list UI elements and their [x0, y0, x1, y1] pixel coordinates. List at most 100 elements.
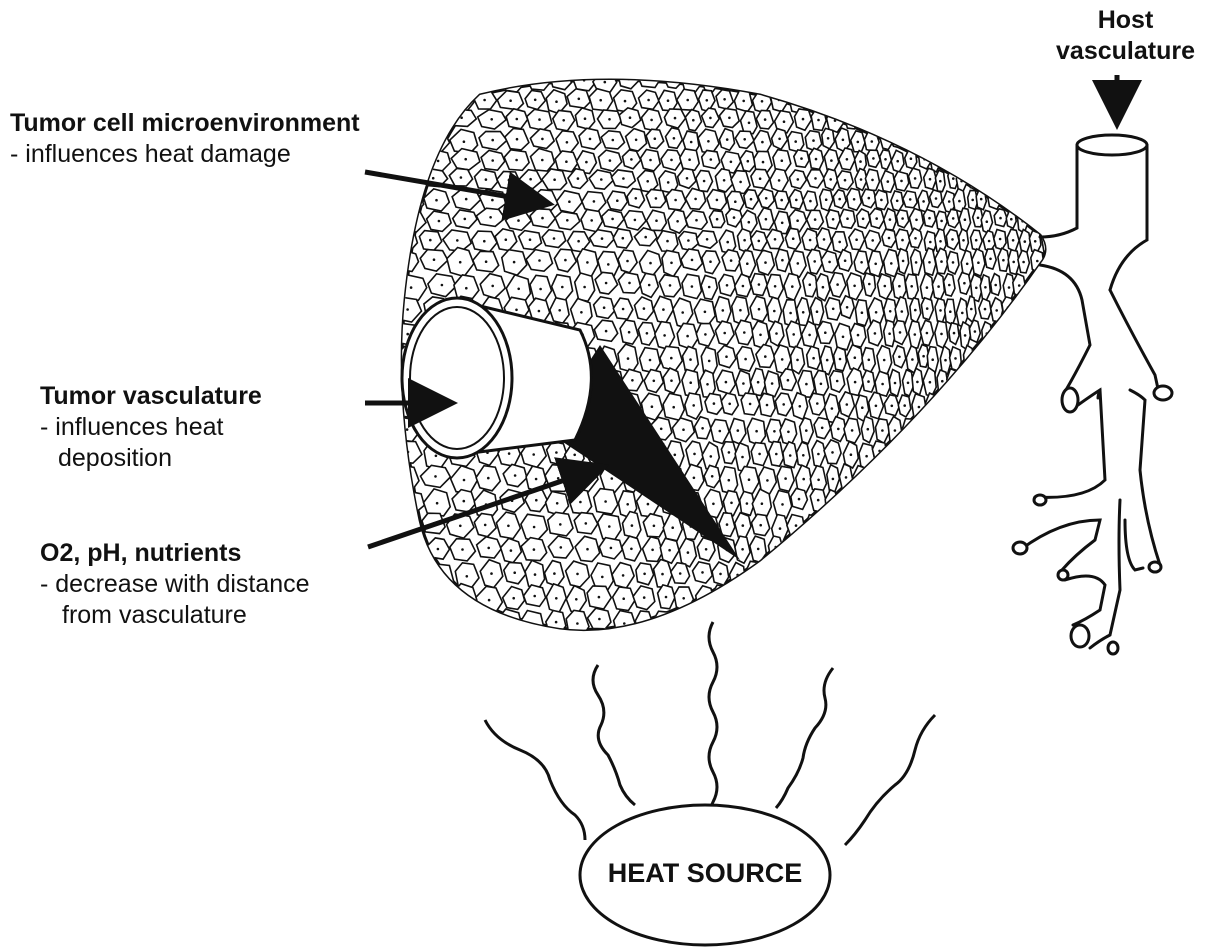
cell-nucleus	[766, 404, 769, 407]
cell-nucleus	[1058, 260, 1061, 263]
tumor-cell	[975, 69, 987, 93]
cell-nucleus	[764, 355, 767, 358]
cell-nucleus	[1038, 644, 1041, 647]
cell-nucleus	[1004, 527, 1007, 530]
cell-nucleus	[894, 429, 897, 432]
tumor-cell	[915, 130, 927, 153]
cell-nucleus	[804, 622, 807, 625]
cell-nucleus	[993, 476, 996, 479]
cell-nucleus	[832, 308, 835, 311]
cell-nucleus	[1003, 647, 1006, 650]
tumor-cell	[727, 608, 747, 636]
cell-nucleus	[802, 478, 805, 481]
cell-nucleus	[1037, 454, 1040, 457]
cell-nucleus	[917, 597, 920, 600]
tumor-cell	[974, 395, 985, 420]
cell-nucleus	[582, 645, 585, 648]
tumor-cell	[843, 585, 859, 613]
cell-nucleus	[946, 501, 949, 504]
tumor-cell	[1042, 346, 1052, 370]
tumor-cell	[1011, 488, 1023, 514]
cell-nucleus	[576, 622, 579, 625]
tumor-cell	[1003, 91, 1015, 115]
cell-nucleus	[920, 139, 923, 142]
cell-nucleus	[933, 452, 936, 455]
cell-nucleus	[839, 358, 842, 361]
tumor-cell	[976, 130, 989, 149]
cell-nucleus	[1040, 158, 1043, 161]
cell-nucleus	[868, 647, 871, 650]
cell-nucleus	[488, 78, 491, 81]
cell-nucleus	[820, 383, 823, 386]
cell-nucleus	[483, 99, 486, 102]
cell-nucleus	[406, 308, 409, 311]
cell-nucleus	[583, 286, 586, 289]
cell-nucleus	[845, 476, 848, 479]
cell-nucleus	[626, 260, 629, 263]
tumor-cell	[1026, 189, 1038, 211]
tumor-cell	[1059, 441, 1071, 463]
cell-nucleus	[855, 79, 858, 82]
cell-nucleus	[937, 550, 940, 553]
cell-nucleus	[854, 356, 857, 359]
cell-nucleus	[584, 117, 587, 120]
cell-nucleus	[1006, 197, 1009, 200]
cell-nucleus	[931, 79, 934, 82]
cell-nucleus	[883, 359, 886, 362]
cell-nucleus	[489, 216, 492, 219]
cell-nucleus	[914, 309, 917, 312]
tumor-cell	[851, 538, 865, 562]
cell-nucleus	[808, 546, 811, 549]
tumor-cell	[898, 109, 910, 127]
cell-nucleus	[565, 160, 568, 163]
cell-nucleus	[670, 357, 673, 360]
tumor-cell	[908, 561, 921, 584]
cell-nucleus	[832, 478, 835, 481]
tumor-cell	[964, 345, 974, 370]
tumor-cell	[803, 633, 818, 656]
cell-nucleus	[1058, 217, 1061, 220]
cell-nucleus	[1037, 383, 1040, 386]
tumor-cell	[1052, 321, 1063, 344]
cell-nucleus	[1057, 332, 1060, 335]
cell-nucleus	[706, 383, 709, 386]
cell-nucleus	[802, 454, 805, 457]
cell-nucleus	[914, 237, 917, 240]
cell-nucleus	[900, 547, 903, 550]
tumor-cell	[967, 417, 979, 446]
cell-nucleus	[902, 260, 905, 263]
tumor-cell	[1010, 150, 1023, 172]
cell-nucleus	[600, 178, 603, 181]
cell-nucleus	[555, 451, 558, 454]
cell-nucleus	[811, 526, 814, 529]
tumor-cell	[1022, 635, 1032, 658]
tumor-cell	[550, 69, 571, 90]
cell-nucleus	[894, 645, 897, 648]
cell-nucleus	[485, 619, 488, 622]
cell-nucleus	[577, 177, 580, 180]
cell-nucleus	[764, 118, 767, 121]
tumor-cell	[985, 442, 996, 468]
cell-nucleus	[649, 262, 652, 265]
cell-nucleus	[605, 282, 608, 285]
cell-nucleus	[755, 430, 758, 433]
tumor-cell	[396, 610, 422, 632]
cell-nucleus	[908, 429, 911, 432]
cell-nucleus	[611, 477, 614, 480]
cell-nucleus	[882, 551, 885, 554]
tumor-cell	[850, 514, 862, 536]
cell-nucleus	[926, 572, 929, 575]
cell-nucleus	[726, 284, 729, 287]
cell-nucleus	[484, 524, 487, 527]
cell-nucleus	[716, 199, 719, 202]
cell-nucleus	[687, 551, 690, 554]
cell-nucleus	[901, 502, 904, 505]
cell-nucleus	[743, 138, 746, 141]
cell-nucleus	[952, 217, 955, 220]
tumor-cell	[1018, 393, 1029, 417]
tumor-cell	[1002, 490, 1012, 513]
cell-nucleus	[965, 403, 968, 406]
cell-nucleus	[828, 575, 831, 578]
tumor-cell	[919, 514, 933, 539]
cell-nucleus	[828, 99, 831, 102]
